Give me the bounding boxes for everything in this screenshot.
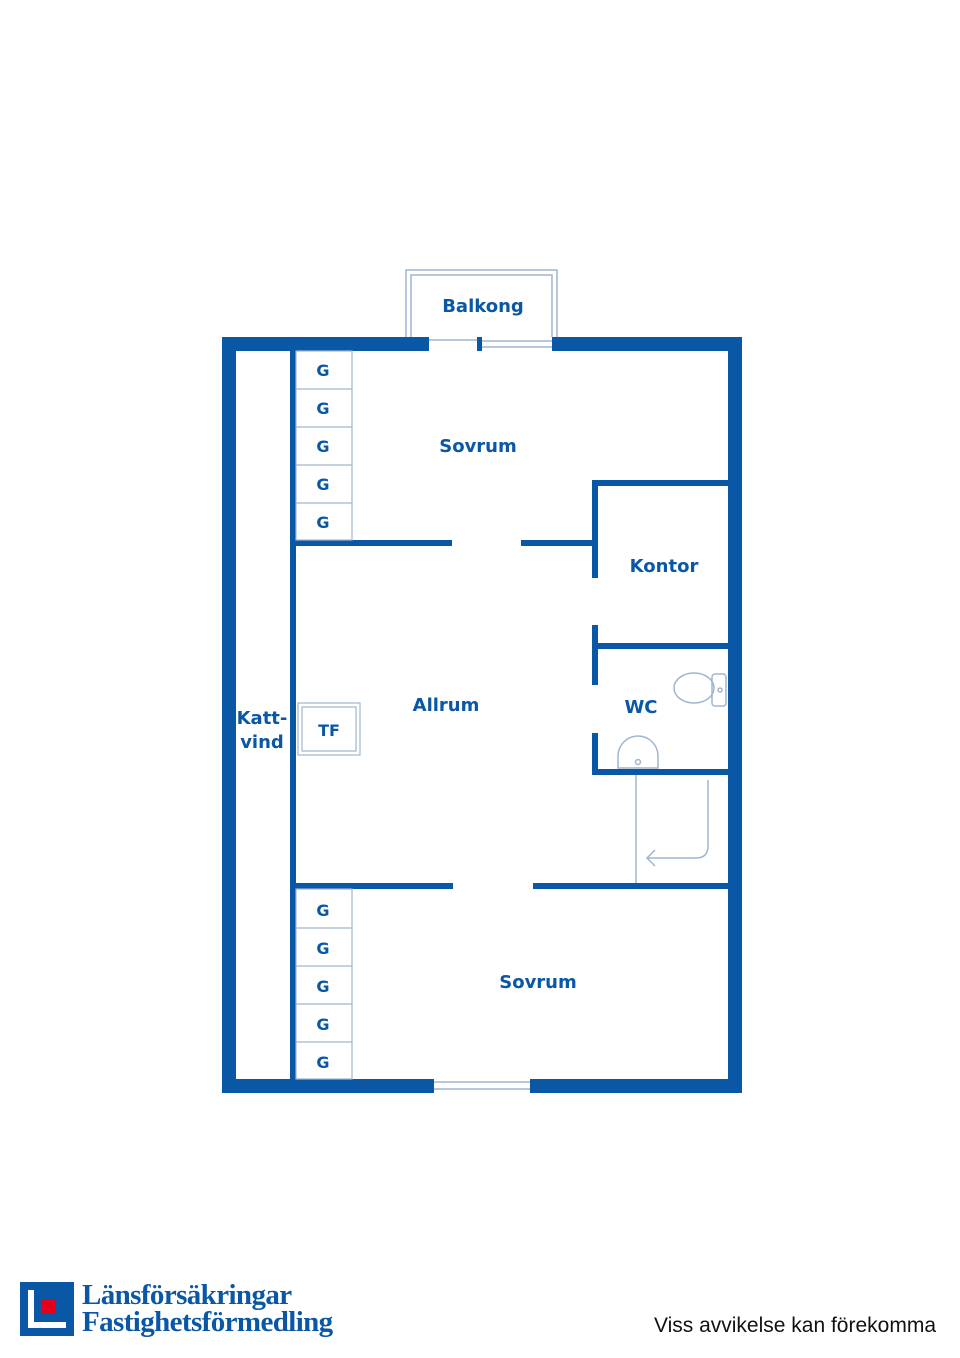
wardrobe-label: G — [316, 475, 329, 494]
living-room-label: Allrum — [413, 695, 480, 716]
outer-walls — [222, 337, 742, 1093]
wardrobe-label: G — [316, 977, 329, 996]
brand-mark-icon — [20, 1282, 74, 1336]
sink-icon — [617, 735, 659, 769]
attic-label-line2: vind — [240, 732, 284, 753]
wardrobe-label: G — [316, 1015, 329, 1034]
openings — [429, 339, 552, 1090]
wardrobe-label: G — [316, 437, 329, 456]
wardrobes-top: G G G G G — [295, 350, 353, 541]
balcony-label: Balkong — [442, 296, 524, 317]
bedroom-bottom-label: Sovrum — [499, 972, 577, 993]
disclaimer-text: Viss avvikelse kan förekomma — [653, 1314, 936, 1337]
stairs — [635, 775, 709, 883]
laundry-label: TF — [318, 721, 340, 740]
wardrobe-label: G — [316, 939, 329, 958]
brand-name-line2: Fastighetsförmedling — [82, 1306, 333, 1338]
wc-label: WC — [624, 697, 657, 718]
attic-label-line1: Katt- — [237, 708, 288, 729]
wardrobe-label: G — [316, 1053, 329, 1072]
wardrobe-label: G — [316, 901, 329, 920]
wardrobe-label: G — [316, 361, 329, 380]
wardrobes-bottom: G G G G G — [295, 888, 353, 1080]
brand-logo: Länsförsäkringar Fastighetsförmedling — [20, 1279, 333, 1338]
wardrobe-label: G — [316, 513, 329, 532]
interior-walls — [290, 351, 728, 1079]
laundry-unit: TF — [297, 702, 361, 756]
toilet-icon — [673, 672, 727, 707]
brand-name: Länsförsäkringar Fastighetsförmedling — [82, 1279, 333, 1338]
balcony: Balkong — [405, 269, 558, 337]
bedroom-top-label: Sovrum — [439, 436, 517, 457]
wardrobe-label: G — [316, 399, 329, 418]
brand-name-line1: Länsförsäkringar — [82, 1279, 292, 1311]
office-label: Kontor — [630, 556, 699, 577]
